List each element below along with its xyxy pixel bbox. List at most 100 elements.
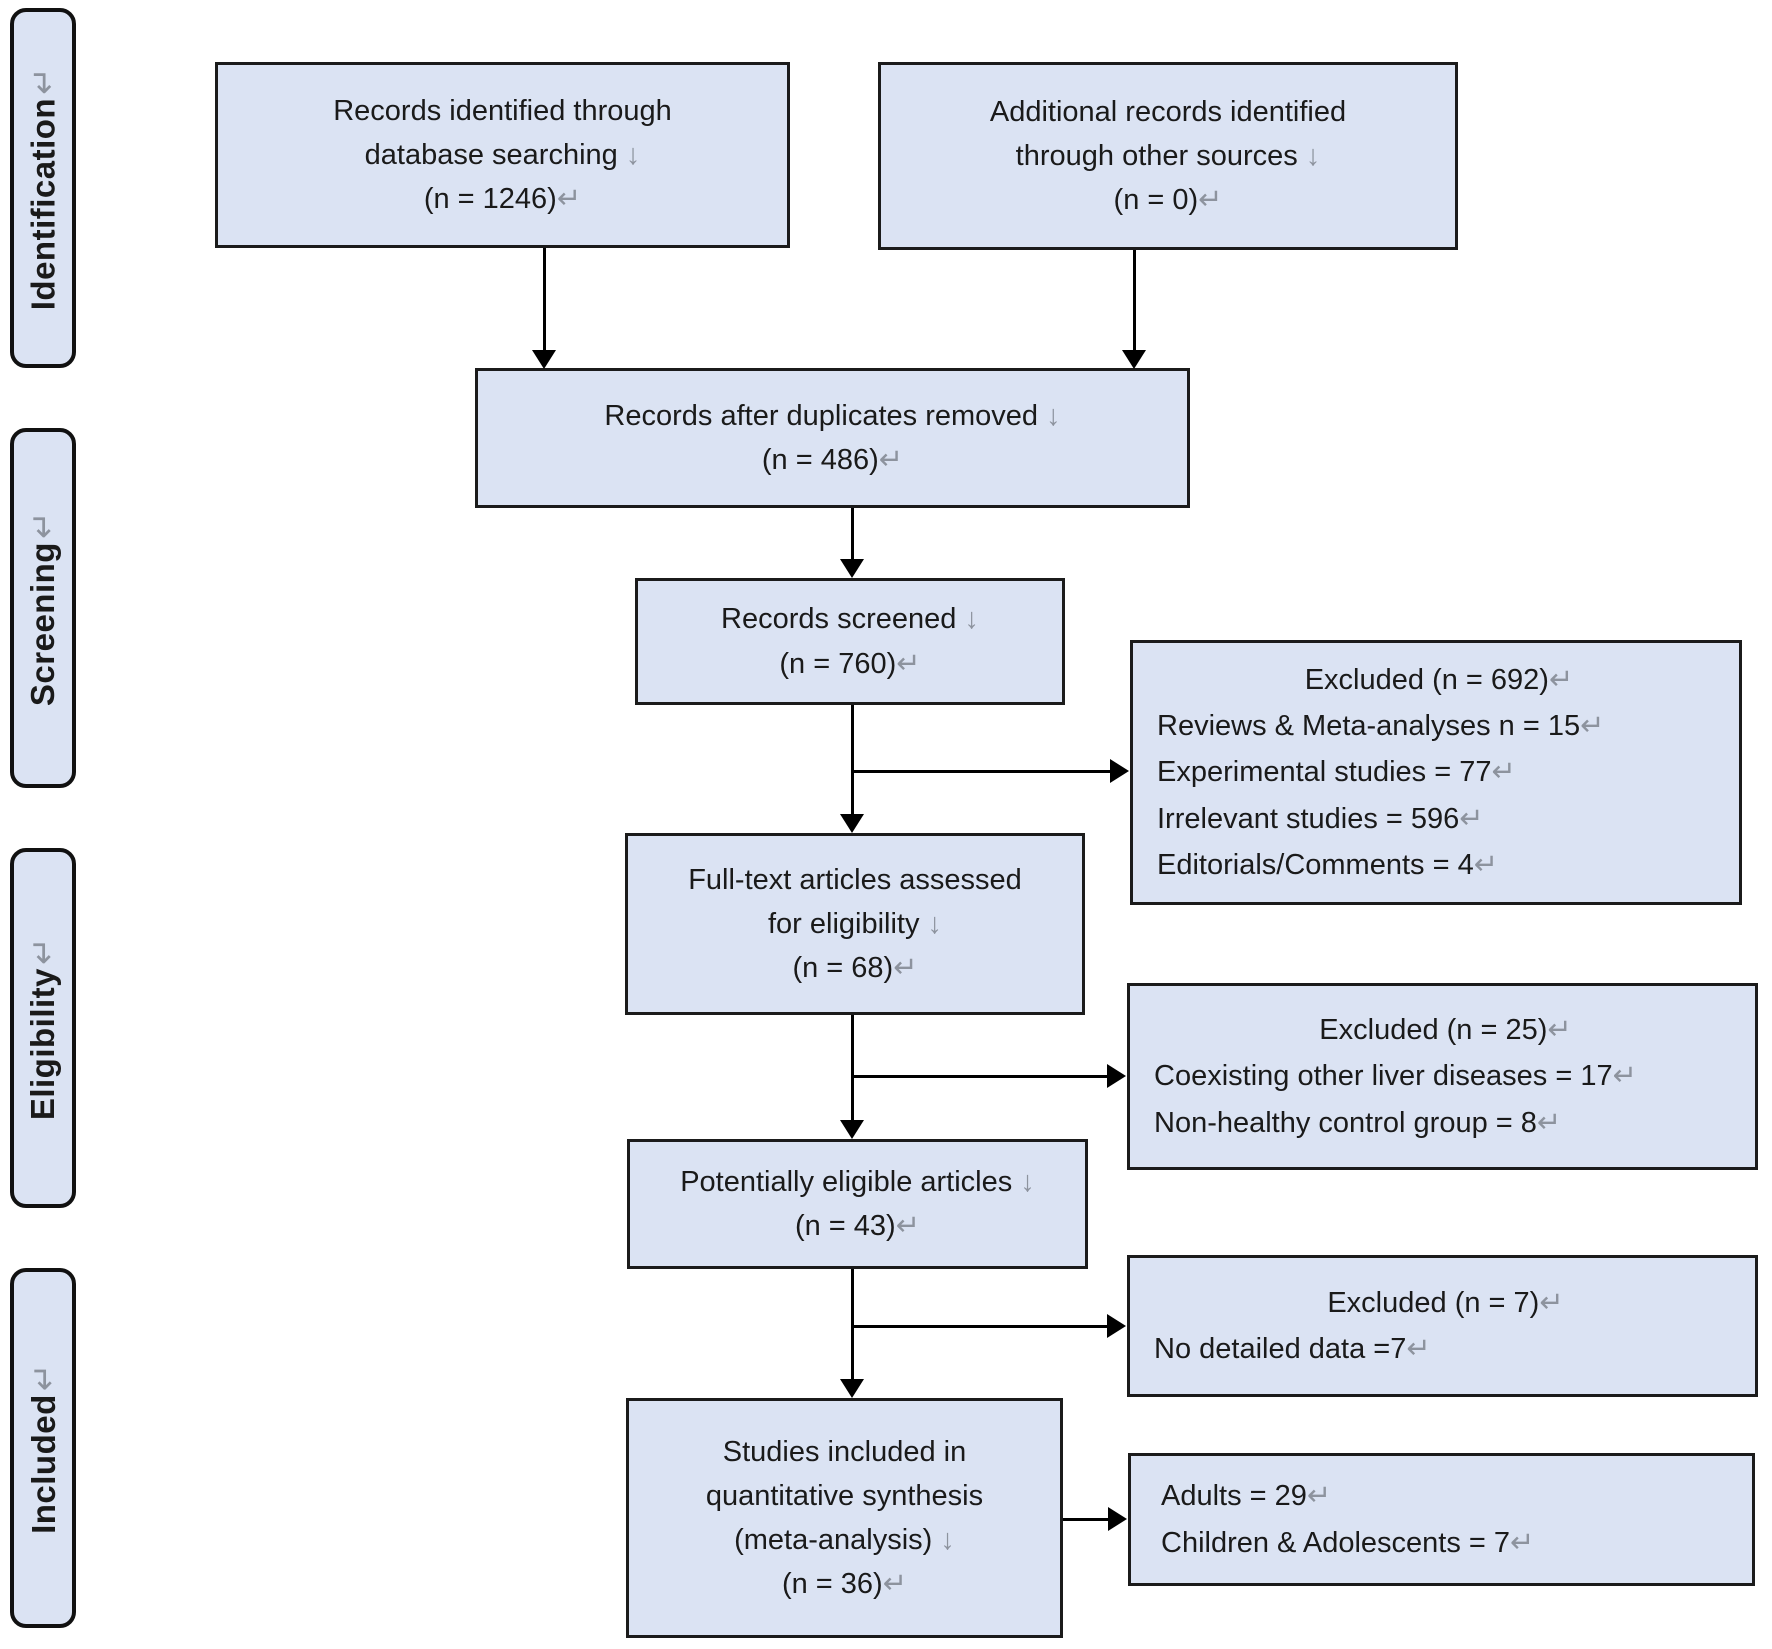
return-marker-icon: ↵ <box>1548 663 1574 696</box>
return-marker-icon: ↵ <box>24 66 62 95</box>
down-arrow-marker-icon: ↓ <box>1046 399 1061 432</box>
stage-text: Included <box>24 1393 62 1534</box>
arrowhead-to-excluded-no-data <box>1107 1314 1126 1338</box>
return-marker-icon: ↵ <box>1198 184 1223 217</box>
text-line: (n = 36)↵ <box>782 1562 907 1606</box>
stage-screening: Screening↵ <box>10 428 76 788</box>
line-text: Adults = 29 <box>1161 1480 1307 1513</box>
text-line: Full-text articles assessed <box>688 858 1022 902</box>
return-marker-icon: ↵ <box>882 1568 908 1601</box>
arrowhead-additional-to-duplicates <box>1122 350 1146 369</box>
line-text: quantitative synthesis <box>705 1479 984 1512</box>
box-records-identified: Records identified through database sear… <box>215 62 790 248</box>
stage-label: Screening↵ <box>24 510 63 705</box>
return-marker-icon: ↵ <box>1306 1480 1332 1513</box>
stage-text: Identification <box>24 97 62 310</box>
arrowhead-to-excluded-eligibility <box>1107 1064 1126 1088</box>
box-excluded-eligibility: Excluded (n = 25)↵ Coexisting other live… <box>1127 983 1758 1170</box>
stage-eligibility: Eligibility↵ <box>10 848 76 1208</box>
text-line: Non-healthy control group = 8↵ <box>1154 1100 1737 1146</box>
return-marker-icon: ↵ <box>1539 1286 1564 1319</box>
line-text: Editorials/Comments = 4 <box>1157 849 1474 882</box>
stage-included: Included↵ <box>10 1268 76 1628</box>
line-text: Excluded (n = 25) <box>1319 1013 1548 1046</box>
stage-identification: Identification↵ <box>10 8 76 368</box>
arrowhead-fulltext-to-eligible <box>840 1120 864 1139</box>
line-text: Experimental studies = 77 <box>1157 756 1492 789</box>
text-line: No detailed data =7↵ <box>1154 1326 1737 1372</box>
text-line: Records after duplicates removed ↓ <box>604 394 1060 438</box>
line-text: Irrelevant studies = 596 <box>1157 802 1460 835</box>
line-text: Additional records identified <box>989 95 1347 128</box>
return-marker-icon: ↵ <box>556 183 582 216</box>
line-text: (n = 760) <box>779 647 897 680</box>
text-line: Excluded (n = 692)↵ <box>1157 657 1721 703</box>
text-line: Excluded (n = 25)↵ <box>1154 1007 1737 1053</box>
line-text: (meta-analysis) <box>734 1524 941 1556</box>
return-marker-icon: ↵ <box>1491 756 1516 789</box>
line-text: for eligibility <box>767 907 928 940</box>
down-arrow-marker-icon: ↓ <box>927 907 943 940</box>
stage-text: Eligibility <box>24 967 62 1120</box>
text-line: (n = 760)↵ <box>779 642 920 686</box>
arrowhead-screened-to-fulltext <box>840 814 864 833</box>
return-marker-icon: ↵ <box>1459 802 1484 835</box>
return-marker-icon: ↵ <box>1580 709 1605 742</box>
return-marker-icon: ↵ <box>24 1362 62 1391</box>
line-text: (n = 43) <box>794 1210 896 1242</box>
line-text: Records after duplicates removed <box>604 399 1047 432</box>
line-text: (n = 1246) <box>423 183 557 216</box>
branch-eligible-to-excluded <box>852 1325 1107 1328</box>
text-line: Records identified through <box>333 89 672 133</box>
line-text: Records screened <box>721 603 965 636</box>
line-text: Non-healthy control group = 8 <box>1154 1106 1537 1139</box>
down-arrow-marker-icon: ↓ <box>940 1524 955 1556</box>
line-text: (n = 486) <box>761 444 879 476</box>
text-line: Adults = 29↵ <box>1161 1473 1734 1519</box>
line-text: Children & Adolescents = 7 <box>1161 1526 1511 1559</box>
return-marker-icon: ↵ <box>1547 1013 1572 1046</box>
box-potentially-eligible: Potentially eligible articles ↓ (n = 43)… <box>627 1139 1088 1269</box>
line-text: Excluded (n = 692) <box>1304 663 1549 696</box>
down-arrow-marker-icon: ↓ <box>1305 139 1321 172</box>
return-marker-icon: ↵ <box>24 510 62 539</box>
connector-duplicates-down <box>851 508 854 561</box>
line-text: No detailed data =7 <box>1154 1333 1407 1365</box>
stage-label: Eligibility↵ <box>24 936 63 1119</box>
branch-fulltext-to-excluded <box>852 1075 1107 1078</box>
arrowhead-to-included-breakdown <box>1108 1507 1127 1531</box>
line-text: Excluded (n = 7) <box>1327 1286 1540 1319</box>
branch-screened-to-excluded <box>852 770 1110 773</box>
down-arrow-marker-icon: ↓ <box>625 138 641 171</box>
text-line: database searching ↓ <box>365 133 641 177</box>
arrowhead-to-excluded-screening <box>1110 759 1129 783</box>
box-excluded-no-data: Excluded (n = 7)↵ No detailed data =7↵ <box>1127 1255 1758 1397</box>
arrowhead-duplicates-to-screened <box>840 559 864 578</box>
return-marker-icon: ↵ <box>24 936 62 965</box>
down-arrow-marker-icon: ↓ <box>1020 1165 1035 1198</box>
return-marker-icon: ↵ <box>1510 1526 1535 1559</box>
text-line: Reviews & Meta-analyses n = 15↵ <box>1157 703 1721 749</box>
return-marker-icon: ↵ <box>1473 849 1499 882</box>
text-line: for eligibility ↓ <box>768 902 942 946</box>
box-fulltext-assessed: Full-text articles assessed for eligibil… <box>625 833 1085 1015</box>
text-line: Children & Adolescents = 7↵ <box>1161 1520 1734 1566</box>
text-line: Studies included in <box>723 1430 966 1474</box>
return-marker-icon: ↵ <box>1406 1333 1431 1365</box>
box-included-synthesis: Studies included in quantitative synthes… <box>626 1398 1063 1638</box>
text-line: (n = 43)↵ <box>795 1204 920 1248</box>
text-line: Additional records identified <box>990 90 1346 134</box>
stage-label: Included↵ <box>24 1363 63 1534</box>
text-line: Editorials/Comments = 4↵ <box>1157 842 1721 888</box>
line-text: Reviews & Meta-analyses n = 15 <box>1157 709 1581 742</box>
line-text: Records identified through <box>333 94 672 127</box>
text-line: quantitative synthesis <box>706 1474 983 1518</box>
branch-synthesis-to-breakdown <box>1063 1518 1108 1521</box>
return-marker-icon: ↵ <box>893 952 918 985</box>
line-text: (n = 68) <box>792 952 894 985</box>
return-marker-icon: ↵ <box>895 1210 921 1242</box>
text-line: Coexisting other liver diseases = 17↵ <box>1154 1053 1737 1099</box>
line-text: Coexisting other liver diseases = 17 <box>1154 1060 1613 1093</box>
text-line: (n = 0)↵ <box>1114 178 1223 222</box>
